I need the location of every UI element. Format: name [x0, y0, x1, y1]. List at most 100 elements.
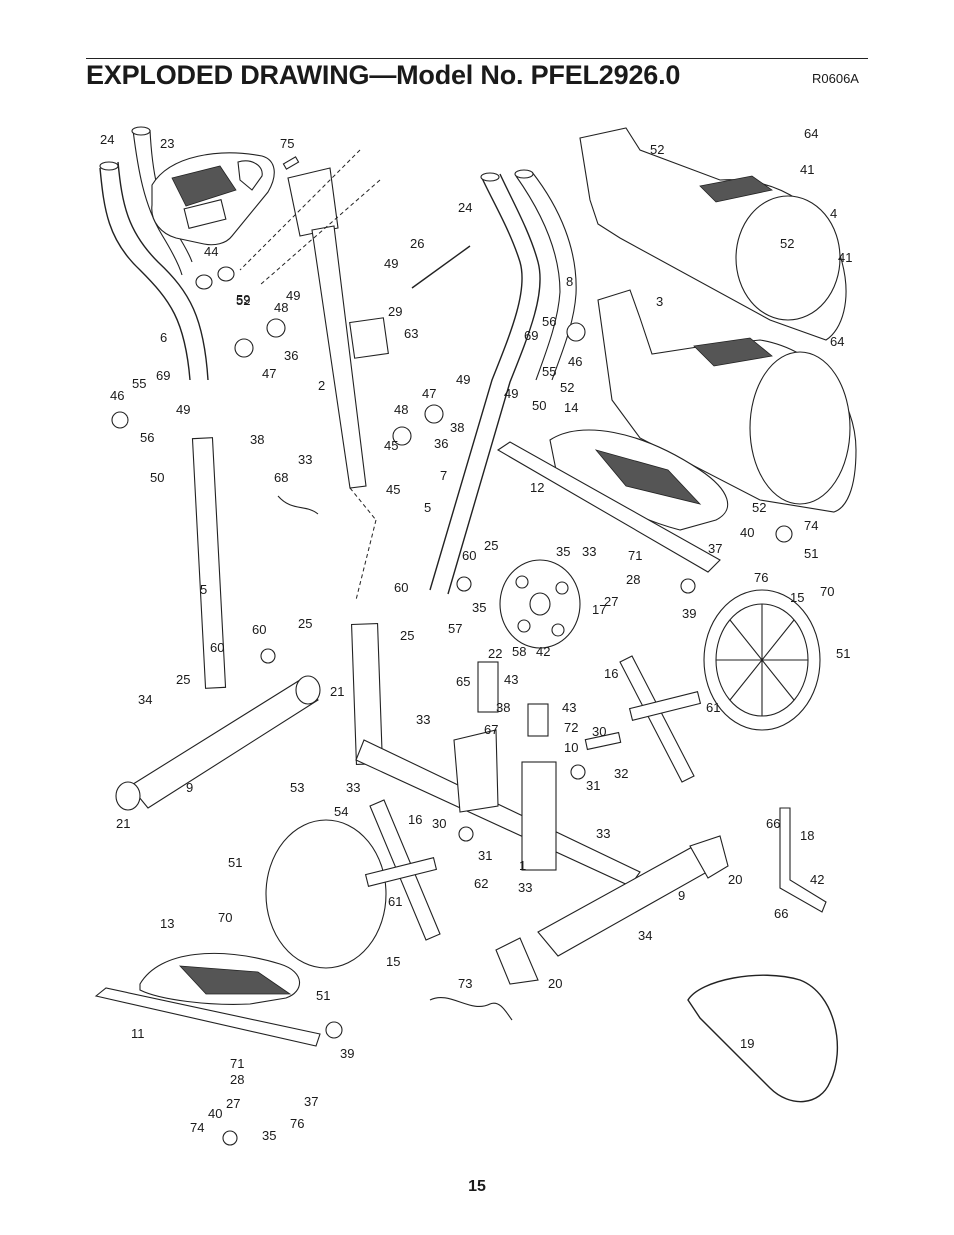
pedal-left — [94, 952, 321, 1047]
rear-stabilizer — [495, 835, 729, 985]
part-label: 51 — [804, 546, 818, 561]
front-stabilizer — [115, 675, 321, 811]
part-label: 41 — [800, 162, 814, 177]
part-label: 37 — [304, 1094, 318, 1109]
part-label: 49 — [176, 402, 190, 417]
part-label: 2 — [318, 378, 325, 393]
part-label: 61 — [706, 700, 720, 715]
part-label: 51 — [316, 988, 330, 1003]
part-label: 56 — [140, 430, 154, 445]
part-label: 64 — [804, 126, 818, 141]
part-label: 24 — [100, 132, 114, 147]
part-label: 25 — [176, 672, 190, 687]
pulley-right — [703, 589, 821, 731]
part-label: 55 — [132, 376, 146, 391]
part-label: 52 — [650, 142, 664, 157]
part-label: 51 — [228, 855, 242, 870]
part-label: 37 — [708, 541, 722, 556]
part-label: 49 — [286, 288, 300, 303]
part-label: 50 — [150, 470, 164, 485]
part-label: 66 — [766, 816, 780, 831]
part-label: 76 — [290, 1116, 304, 1131]
part-label: 9 — [186, 780, 193, 795]
part-label: 70 — [218, 910, 232, 925]
part-label: 28 — [626, 572, 640, 587]
small-parts — [111, 156, 793, 1146]
part-label: 4 — [830, 206, 837, 221]
part-label: 44 — [204, 244, 218, 259]
part-label: 58 — [512, 644, 526, 659]
part-label: 74 — [804, 518, 818, 533]
part-label: 35 — [472, 600, 486, 615]
part-label: 6 — [160, 330, 167, 345]
part-label: 33 — [346, 780, 360, 795]
console — [151, 152, 275, 246]
part-label: 59 — [236, 292, 250, 307]
part-label: 15 — [386, 954, 400, 969]
part-label: 72 — [564, 720, 578, 735]
part-label: 52 — [560, 380, 574, 395]
part-label: 46 — [568, 354, 582, 369]
part-label: 30 — [592, 724, 606, 739]
part-label: 33 — [298, 452, 312, 467]
part-label: 9 — [678, 888, 685, 903]
part-label: 48 — [274, 300, 288, 315]
part-label: 21 — [116, 816, 130, 831]
part-label: 10 — [564, 740, 578, 755]
part-label: 29 — [388, 304, 402, 319]
left-shroud — [597, 289, 857, 513]
part-label: 60 — [210, 640, 224, 655]
part-label: 67 — [484, 722, 498, 737]
part-label: 26 — [410, 236, 424, 251]
part-label: 43 — [504, 672, 518, 687]
part-label: 75 — [280, 136, 294, 151]
part-label: 18 — [800, 828, 814, 843]
part-label: 74 — [190, 1120, 204, 1135]
right-arm — [429, 169, 577, 595]
part-label: 8 — [566, 274, 573, 289]
part-label: 71 — [230, 1056, 244, 1071]
part-label: 42 — [810, 872, 824, 887]
part-label: 5 — [200, 582, 207, 597]
part-label: 25 — [484, 538, 498, 553]
part-label: 15 — [790, 590, 804, 605]
part-label: 68 — [274, 470, 288, 485]
part-label: 33 — [582, 544, 596, 559]
part-label: 45 — [384, 438, 398, 453]
part-callouts: 1234556789910111213141515161617181920202… — [100, 126, 852, 1143]
part-label: 43 — [562, 700, 576, 715]
part-label: 64 — [830, 334, 844, 349]
part-label: 20 — [548, 976, 562, 991]
part-label: 38 — [250, 432, 264, 447]
part-label: 57 — [448, 621, 462, 636]
pedal-right — [496, 429, 728, 573]
part-label: 7 — [440, 468, 447, 483]
part-label: 28 — [230, 1072, 244, 1087]
part-label: 52 — [236, 293, 250, 308]
part-label: 12 — [530, 480, 544, 495]
part-label: 49 — [504, 386, 518, 401]
part-label: 25 — [298, 616, 312, 631]
drive-belt — [687, 974, 839, 1103]
part-label: 61 — [388, 894, 402, 909]
part-label: 60 — [252, 622, 266, 637]
part-label: 47 — [422, 386, 436, 401]
part-label: 34 — [638, 928, 652, 943]
part-label: 25 — [400, 628, 414, 643]
part-label: 22 — [488, 646, 502, 661]
part-label: 24 — [458, 200, 472, 215]
part-label: 38 — [450, 420, 464, 435]
part-label: 33 — [518, 880, 532, 895]
part-label: 11 — [131, 1026, 145, 1041]
frame — [350, 623, 641, 887]
part-label: 70 — [820, 584, 834, 599]
part-label: 3 — [656, 294, 663, 309]
drawing-code: R0606A — [812, 71, 859, 86]
part-label: 13 — [160, 916, 174, 931]
part-label: 33 — [596, 826, 610, 841]
part-label: 52 — [752, 500, 766, 515]
part-label: 55 — [542, 364, 556, 379]
part-label: 33 — [416, 712, 430, 727]
part-label: 39 — [340, 1046, 354, 1061]
disc-left — [265, 819, 387, 969]
